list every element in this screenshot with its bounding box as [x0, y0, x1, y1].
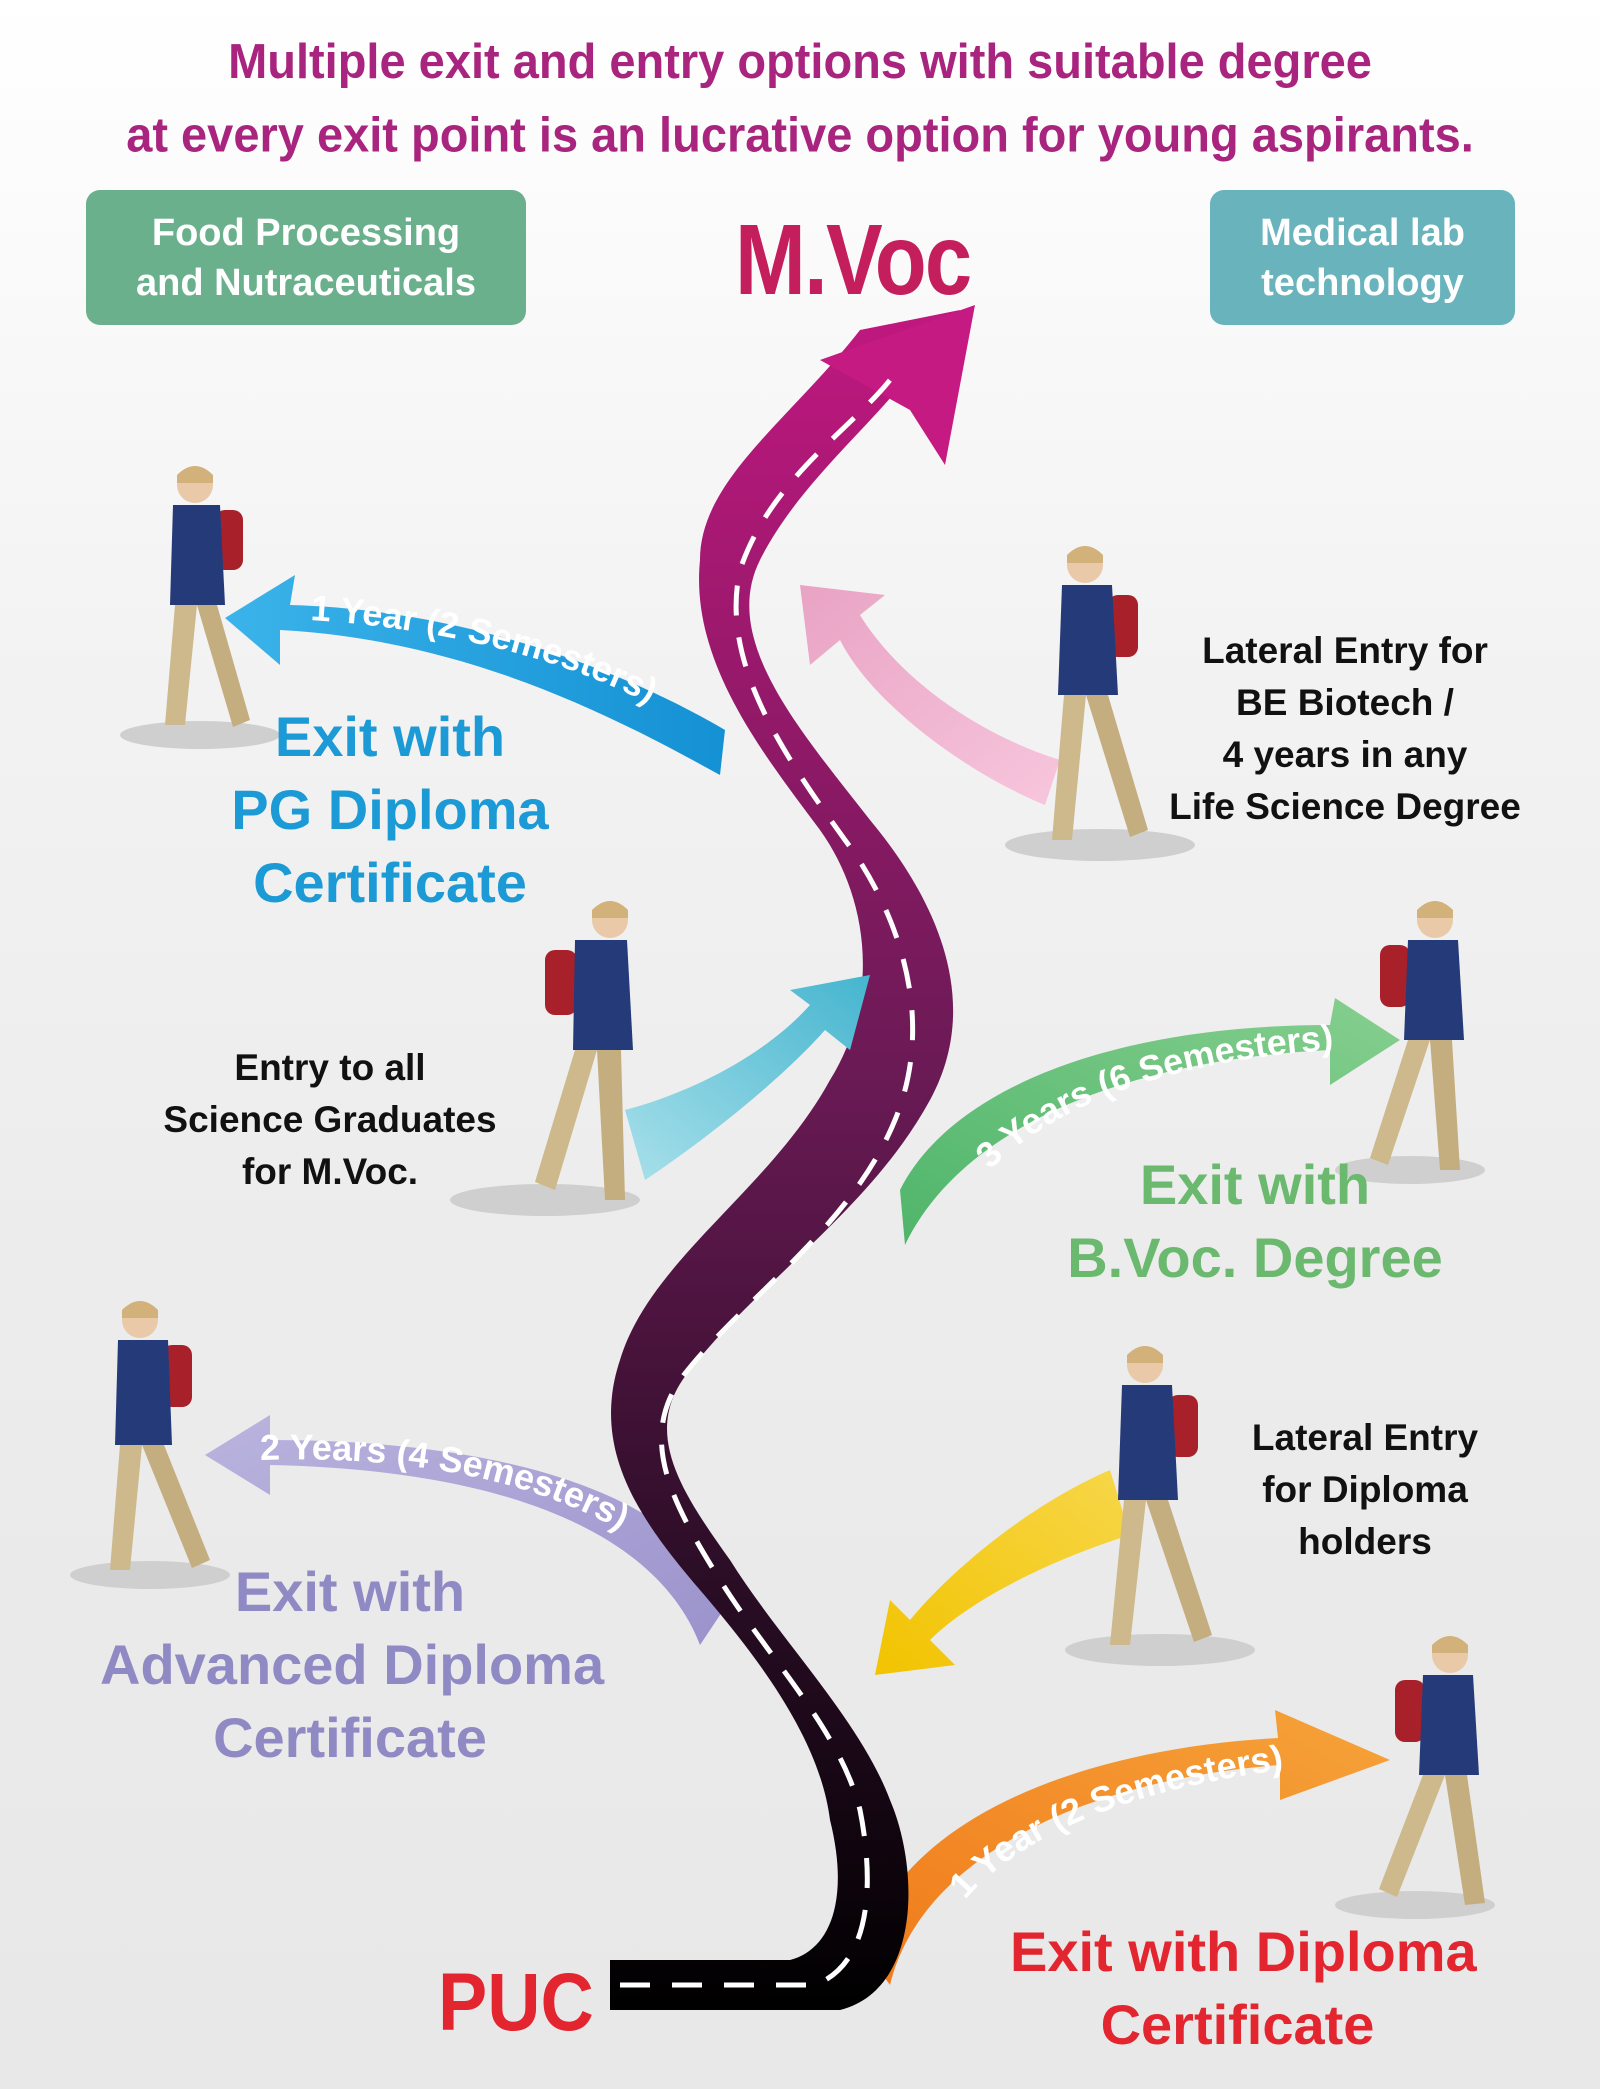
mvoc-label: M.Voc — [735, 204, 972, 316]
student-figure-pg — [120, 466, 280, 749]
exit-bvoc-label: Exit with B.Voc. Degree — [1045, 1148, 1465, 1294]
student-figure-bvoc — [1335, 901, 1485, 1184]
entry-lateral-be-label: Lateral Entry for BE Biotech / 4 years i… — [1150, 625, 1540, 833]
exit-advanced-diploma-label: Exit with Advanced Diploma Certificate — [100, 1555, 605, 1774]
student-figure-be — [1005, 546, 1195, 861]
exit-adv-line-3: Certificate — [213, 1706, 487, 1769]
exit-adv-line-2: Advanced Diploma — [100, 1633, 605, 1696]
exit-bvoc-line-1: Exit with — [1139, 1153, 1371, 1216]
entry-sci-line-2: Science Graduates — [163, 1099, 497, 1140]
entry-arrow-lateral-be — [800, 585, 1060, 805]
entry-science-graduates-label: Entry to all Science Graduates for M.Voc… — [140, 1042, 520, 1198]
entry-arrow-science-graduates — [625, 975, 870, 1180]
entry-dip-line-2: for Diploma — [1262, 1469, 1468, 1510]
student-figure-diploma — [1335, 1636, 1495, 1919]
headline-line-2: at every exit point is an lucrative opti… — [126, 106, 1474, 163]
track-box-food-line-2: and Nutraceuticals — [136, 261, 476, 304]
headline-line-1: Multiple exit and entry options with sui… — [228, 32, 1372, 89]
exit-pg-line-1: Exit with — [274, 705, 506, 768]
exit-pg-line-3: Certificate — [253, 851, 527, 914]
headline: Multiple exit and entry options with sui… — [0, 25, 1600, 172]
exit-diploma-label: Exit with Diploma Certificate — [1010, 1915, 1477, 2061]
entry-be-line-3: 4 years in any — [1222, 734, 1468, 775]
entry-sci-line-1: Entry to all — [234, 1047, 426, 1088]
track-box-medical-line-1: Medical lab — [1260, 211, 1465, 254]
exit-pg-duration: 1 Year (2 Semesters) — [310, 587, 665, 711]
exit-dip-line-2: Certificate — [1100, 1993, 1375, 2056]
track-box-medical-lab: Medical lab technology — [1210, 190, 1515, 325]
exit-adv-line-1: Exit with — [234, 1560, 466, 1623]
road — [610, 305, 975, 2010]
entry-dip-line-1: Lateral Entry — [1251, 1417, 1479, 1458]
puc-label: PUC — [438, 1957, 594, 2048]
entry-lateral-diploma-label: Lateral Entry for Diploma holders — [1210, 1412, 1520, 1568]
student-figure-lateral-diploma — [1065, 1346, 1255, 1666]
track-box-food-line-1: Food Processing — [151, 211, 461, 254]
entry-be-line-2: BE Biotech / — [1236, 682, 1454, 723]
entry-be-line-1: Lateral Entry for — [1202, 630, 1488, 671]
exit-pg-line-2: PG Diploma — [231, 778, 549, 841]
exit-bvoc-line-2: B.Voc. Degree — [1067, 1226, 1443, 1289]
entry-sci-line-3: for M.Voc. — [241, 1151, 419, 1192]
entry-be-line-4: Life Science Degree — [1169, 786, 1521, 827]
exit-pg-diploma-label: Exit with PG Diploma Certificate — [200, 700, 580, 919]
student-figure-science — [450, 901, 640, 1216]
entry-arrow-lateral-diploma — [875, 1470, 1130, 1675]
track-box-food-processing: Food Processing and Nutraceuticals — [86, 190, 526, 325]
road-arrowhead — [820, 305, 975, 465]
student-figure-adv — [70, 1301, 230, 1589]
entry-dip-line-3: holders — [1298, 1521, 1432, 1562]
track-box-medical-line-2: technology — [1261, 261, 1464, 304]
exit-dip-line-1: Exit with Diploma — [1010, 1920, 1477, 1983]
